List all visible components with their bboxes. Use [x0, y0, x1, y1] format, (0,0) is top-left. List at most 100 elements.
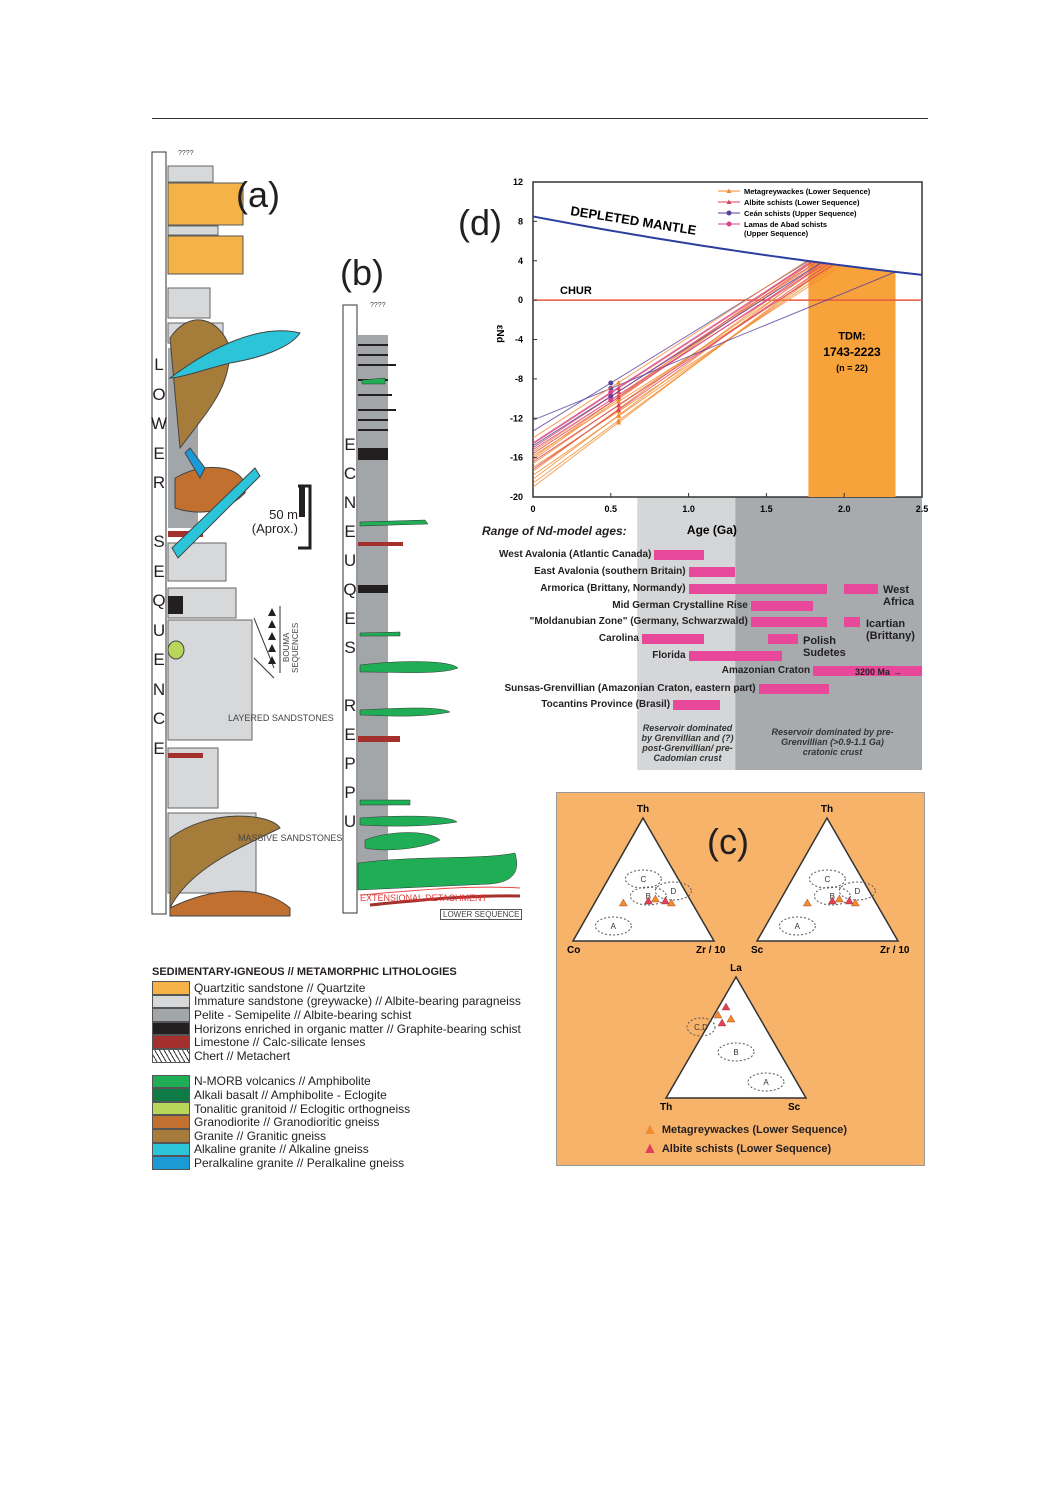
x-tick-label: 1.5	[760, 504, 773, 514]
legend-label: Immature sandstone (greywacke) // Albite…	[194, 994, 521, 1009]
triangle-marker-icon: ▲	[642, 1121, 658, 1138]
ternary-data-point	[660, 896, 670, 905]
model-age-line	[532, 263, 829, 488]
ternary-field-label: C	[640, 875, 646, 884]
letter: P	[344, 783, 356, 802]
model-age-line	[532, 261, 817, 449]
model-age-line	[532, 263, 829, 470]
legend-swatch	[152, 994, 190, 1009]
legend-swatch	[152, 1021, 190, 1036]
y-tick-label: 0	[518, 295, 523, 305]
legend-item: Quartzitic sandstone // Quartzite	[152, 981, 521, 995]
letter: E	[344, 609, 356, 628]
layered-sandstones-label: LAYERED SANDSTONES	[228, 713, 334, 723]
model-age-line	[532, 262, 822, 447]
letter: E	[153, 561, 165, 581]
legend-label: Lamas de Abad schists	[744, 220, 827, 229]
ternary-data-point	[827, 896, 837, 905]
ternary-data-point	[717, 1018, 727, 1027]
legend-title: SEDIMENTARY-IGNEOUS // METAMORPHIC LITHO…	[152, 966, 457, 978]
ternary-field-label: C,D	[694, 1023, 708, 1032]
letter: E	[153, 443, 165, 463]
scale-value: 50 m	[269, 507, 298, 522]
x-tick-label: 2.0	[838, 504, 851, 514]
legend-label: Granite // Granitic gneiss	[194, 1128, 327, 1143]
legend-item: Granite // Granitic gneiss	[152, 1129, 521, 1143]
ternary-data-point	[650, 894, 660, 903]
ternary-field-label: A	[763, 1078, 769, 1087]
tdm-label: TDM:	[838, 331, 866, 343]
ternary-triangle	[571, 816, 716, 942]
legend-label: Ceán schists (Upper Sequence)	[744, 209, 857, 218]
ternary-data-point	[721, 1002, 731, 1011]
legend-item: Peralkaline granite // Peralkaline gneis…	[152, 1156, 521, 1170]
ternary-data-point	[834, 894, 844, 903]
ternary-field-outline	[624, 869, 662, 889]
legend-item: Chert // Metachert	[152, 1049, 521, 1063]
ternary-legend-item: ▲Albite schists (Lower Sequence)	[642, 1140, 831, 1158]
nd-age-bar	[758, 684, 829, 694]
ternary-data-point	[713, 1010, 723, 1019]
nd-age-bar	[688, 584, 828, 594]
lower-sequence-box: LOWER SEQUENCE	[440, 909, 523, 920]
ternary-field-outline	[838, 881, 876, 901]
model-age-line	[532, 264, 837, 476]
legend-triangle-marker	[726, 199, 732, 204]
legend-item: N-MORB volcanics // Amphibolite	[152, 1074, 521, 1088]
ternary-legend-item: ▲Metagreywackes (Lower Sequence)	[642, 1121, 847, 1139]
legend-item: Horizons enriched in organic matter // G…	[152, 1022, 521, 1036]
legend-swatch	[152, 1128, 190, 1143]
ternary-apex-label: Th	[660, 1102, 672, 1113]
x-axis-label: Age (Ga)	[687, 523, 737, 537]
legend-item: Pelite - Semipelite // Albite-bearing sc…	[152, 1008, 521, 1022]
data-point	[616, 380, 622, 385]
ternary-data-point	[666, 898, 676, 907]
icartian-label: Icartian (Brittany)	[866, 618, 915, 642]
ternary-field-label: B	[646, 892, 651, 901]
model-age-line	[532, 262, 826, 451]
data-point	[608, 393, 614, 399]
letter: S	[344, 638, 356, 657]
legend-label: Granodiorite // Granodioritic gneiss	[194, 1115, 380, 1130]
letter: E	[344, 522, 356, 541]
legend-label: Metagreywackes (Lower Sequence)	[744, 187, 871, 196]
legend-label: Horizons enriched in organic matter // G…	[194, 1021, 521, 1036]
letter: Q	[152, 591, 166, 610]
x-tick-label: 1.0	[682, 504, 695, 514]
legend-label: Alkali basalt // Amphibolite - Eclogite	[194, 1087, 387, 1102]
legend-label: Pelite - Semipelite // Albite-bearing sc…	[194, 1007, 412, 1022]
ternary-apex-label: Sc	[751, 945, 764, 956]
model-age-line	[532, 260, 808, 439]
y-tick-label: 12	[513, 177, 523, 187]
ternary-field-outline	[629, 886, 667, 906]
legend-swatch	[152, 1142, 190, 1157]
legend-item: Tonalitic granitoid // Eclogitic orthogn…	[152, 1102, 521, 1116]
ternary-field-label: B	[733, 1048, 738, 1057]
nd-age-row-label: Sunsas-Grenvillian (Amazonian Craton, ea…	[504, 683, 756, 694]
scale-sublabel: (Aprox.)	[251, 521, 298, 536]
tdm-range-label: 1743-2223	[823, 345, 881, 359]
ternary-field-outline	[808, 869, 846, 889]
legend-label: Peralkaline granite // Peralkaline gneis…	[194, 1155, 405, 1170]
triangle-marker-icon: ▲	[642, 1140, 658, 1157]
question-marks-top: ????	[178, 150, 194, 157]
legend-swatch	[152, 981, 190, 995]
depleted-mantle-curve	[532, 215, 923, 276]
letter: U	[343, 551, 357, 570]
panel-label-c: (c)	[707, 821, 749, 862]
model-age-line	[532, 263, 834, 462]
legend-item: Alkali basalt // Amphibolite - Eclogite	[152, 1088, 521, 1102]
ternary-apex-label: Th	[821, 804, 833, 815]
bouma-sequences-label: BOUMA SEQUENCES	[282, 622, 300, 673]
nd-age-bar	[688, 651, 782, 661]
lithology-legend: SEDIMENTARY-IGNEOUS // METAMORPHIC LITHO…	[152, 966, 521, 1170]
nd-age-row-label: Mid German Crystalline Rise	[612, 600, 748, 611]
ternary-field-outline	[747, 1072, 785, 1092]
letter: N	[343, 493, 357, 512]
letter: U	[343, 812, 357, 831]
ternary-field-outline	[717, 1042, 755, 1062]
ternary-apex-label: La	[730, 963, 742, 974]
